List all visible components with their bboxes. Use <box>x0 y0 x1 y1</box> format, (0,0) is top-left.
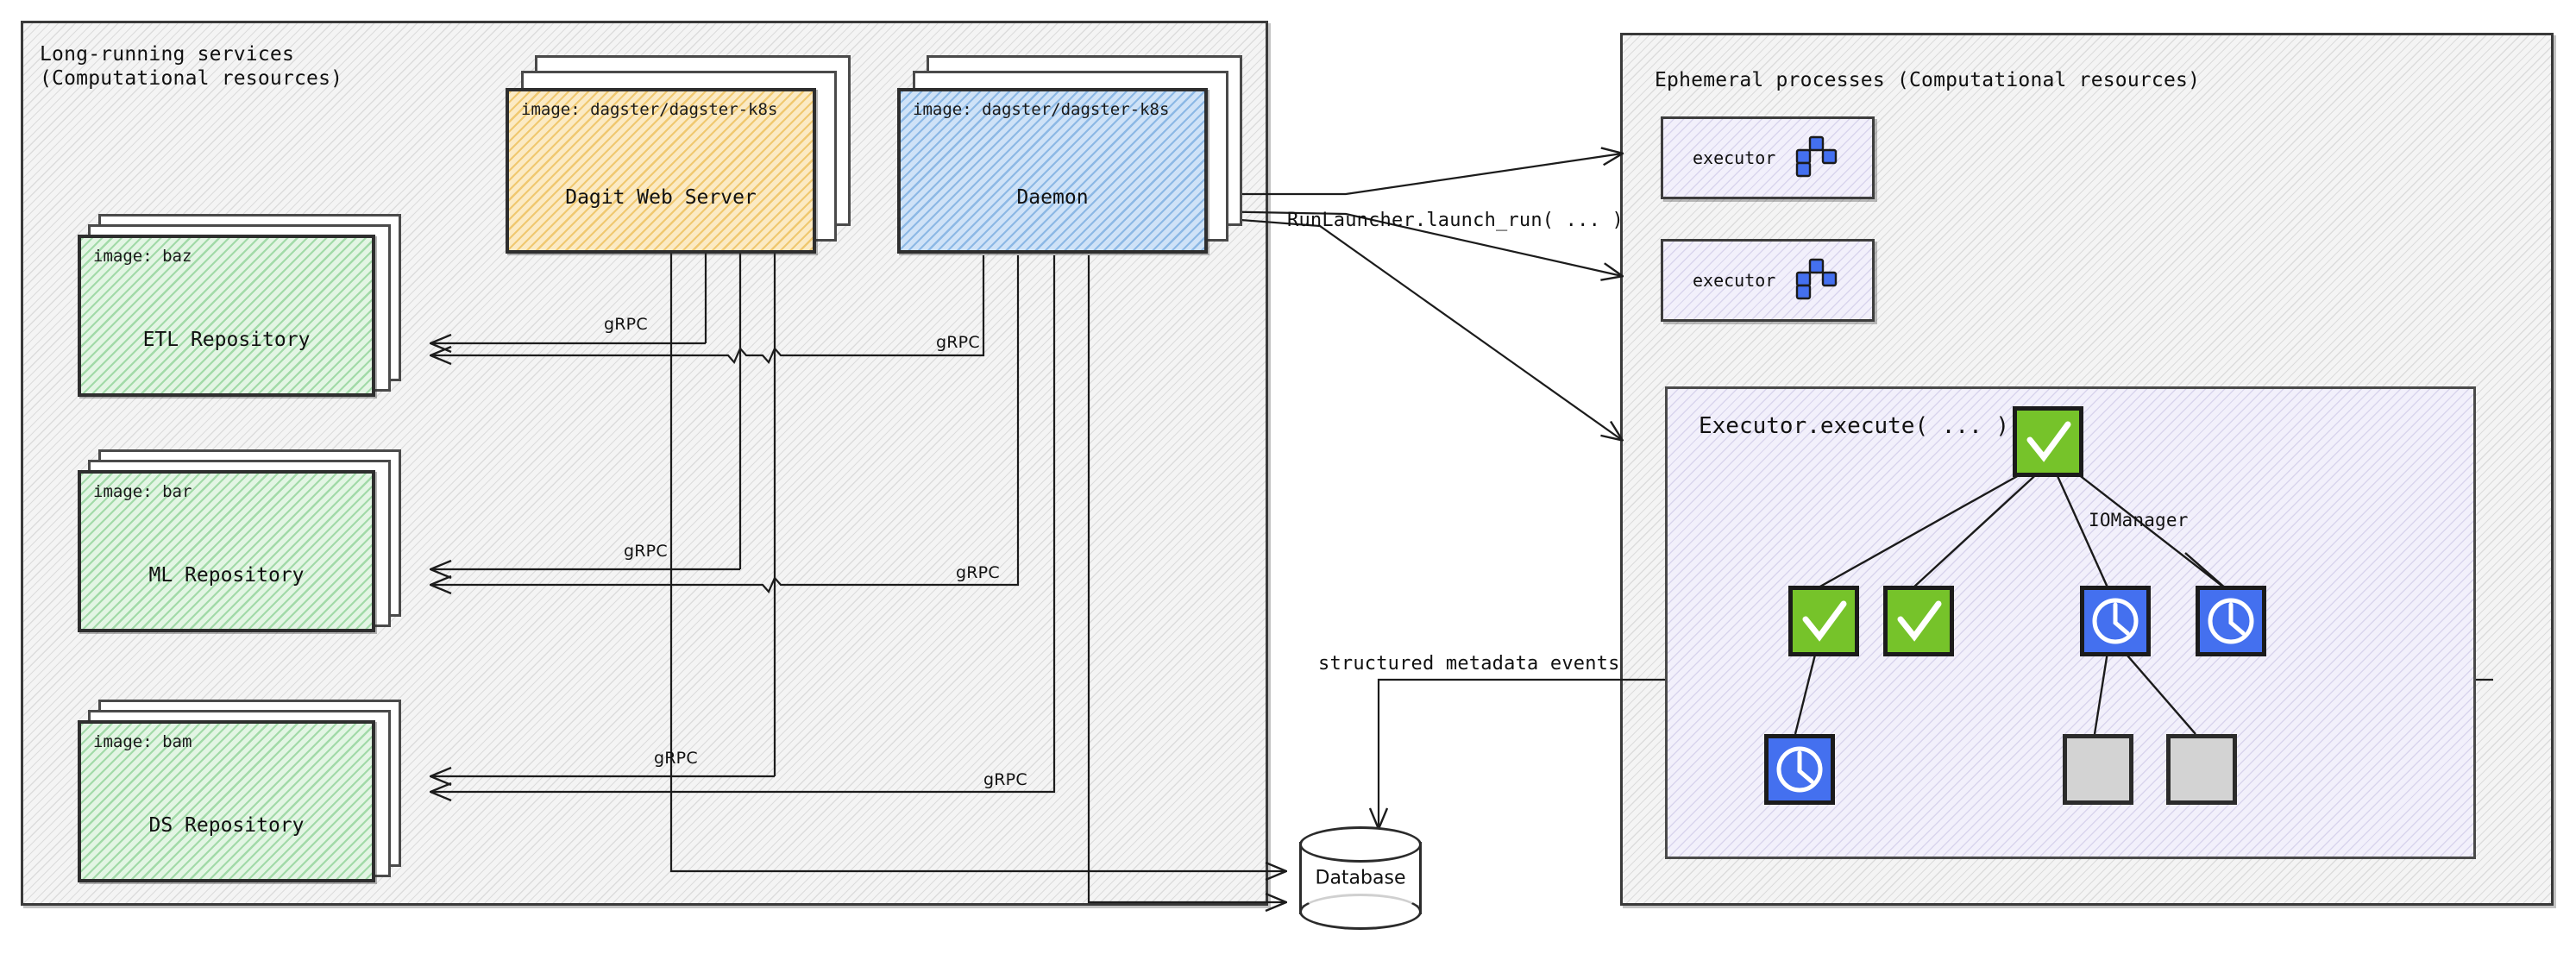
ml-repository-title: ML Repository <box>148 564 305 587</box>
left-panel-title-line1: Long-running services <box>40 43 294 66</box>
ds-repository-title: DS Repository <box>148 814 305 837</box>
executor-execute-title: Executor.execute( ... ) <box>1699 413 2010 439</box>
check-icon <box>2026 421 2071 462</box>
clock-icon <box>2208 598 2254 644</box>
ds-image-label: image: bam <box>93 732 192 751</box>
executor-execute-panel: Executor.execute( ... ) <box>1665 386 2476 859</box>
ml-repository-card[interactable]: image: bar ML Repository <box>78 470 375 632</box>
task-node-g[interactable] <box>2166 734 2237 805</box>
dagit-web-server-stack[interactable]: image: dagster/dagster-k8s Dagit Web Ser… <box>506 55 851 254</box>
task-node-e[interactable] <box>1764 734 1835 805</box>
dagit-title: Dagit Web Server <box>565 186 757 209</box>
grpc-label-4: gRPC <box>956 563 1000 582</box>
grpc-label-2: gRPC <box>936 333 980 352</box>
run-launcher-label: RunLauncher.launch_run( ... ) <box>1287 210 1624 231</box>
db-top-ellipse <box>1299 826 1422 863</box>
db-bottom-ellipse <box>1299 894 1422 930</box>
task-node-f[interactable] <box>2063 734 2133 805</box>
repository-stack-etl[interactable]: image: baz ETL Repository <box>78 214 401 397</box>
right-panel-title: Ephemeral processes (Computational resou… <box>1655 69 2201 91</box>
task-node-root[interactable] <box>2013 406 2083 477</box>
check-icon <box>1802 600 1847 642</box>
daemon-image-label: image: dagster/dagster-k8s <box>913 100 1170 119</box>
ds-repository-card[interactable]: image: bam DS Repository <box>78 720 375 882</box>
task-node-b[interactable] <box>1883 586 1954 656</box>
task-node-a[interactable] <box>1788 586 1859 656</box>
iomanager-pointer <box>2184 552 2227 590</box>
repository-stack-ml[interactable]: image: bar ML Repository <box>78 449 401 632</box>
daemon-title: Daemon <box>1016 186 1089 209</box>
etl-image-label: image: baz <box>93 247 192 266</box>
repository-stack-ds[interactable]: image: bam DS Repository <box>78 700 401 882</box>
executor-box-1[interactable]: executor <box>1661 116 1875 199</box>
dag-icon <box>1791 131 1841 185</box>
grpc-label-3: gRPC <box>624 542 668 561</box>
daemon-card[interactable]: image: dagster/dagster-k8s Daemon <box>897 88 1208 254</box>
ml-image-label: image: bar <box>93 482 192 501</box>
dagit-web-server-card[interactable]: image: dagster/dagster-k8s Dagit Web Ser… <box>506 88 816 254</box>
executor-label-1: executor <box>1693 147 1776 168</box>
dag-icon <box>1791 254 1841 307</box>
clock-icon <box>2092 598 2139 644</box>
grpc-label-5: gRPC <box>654 749 698 768</box>
grpc-label-1: gRPC <box>604 315 648 334</box>
database-label: Database <box>1315 867 1406 889</box>
daemon-stack[interactable]: image: dagster/dagster-k8s Daemon <box>897 55 1242 254</box>
task-node-c[interactable] <box>2080 586 2151 656</box>
iomanager-label: IOManager <box>2089 510 2189 530</box>
clock-icon <box>1776 746 1823 793</box>
task-node-d[interactable] <box>2196 586 2266 656</box>
left-panel-title-line2: (Computational resources) <box>40 67 343 90</box>
grpc-label-6: gRPC <box>983 770 1027 789</box>
check-icon <box>1897 600 1942 642</box>
executor-label-2: executor <box>1693 270 1776 291</box>
etl-repository-card[interactable]: image: baz ETL Repository <box>78 235 375 397</box>
dagit-image-label: image: dagster/dagster-k8s <box>521 100 778 119</box>
executor-box-2[interactable]: executor <box>1661 239 1875 322</box>
structured-metadata-events-label: structured metadata events <box>1318 653 1620 675</box>
database-cylinder[interactable]: Database <box>1299 826 1422 930</box>
etl-repository-title: ETL Repository <box>142 329 311 351</box>
dag-edge-layer <box>1794 464 2225 735</box>
